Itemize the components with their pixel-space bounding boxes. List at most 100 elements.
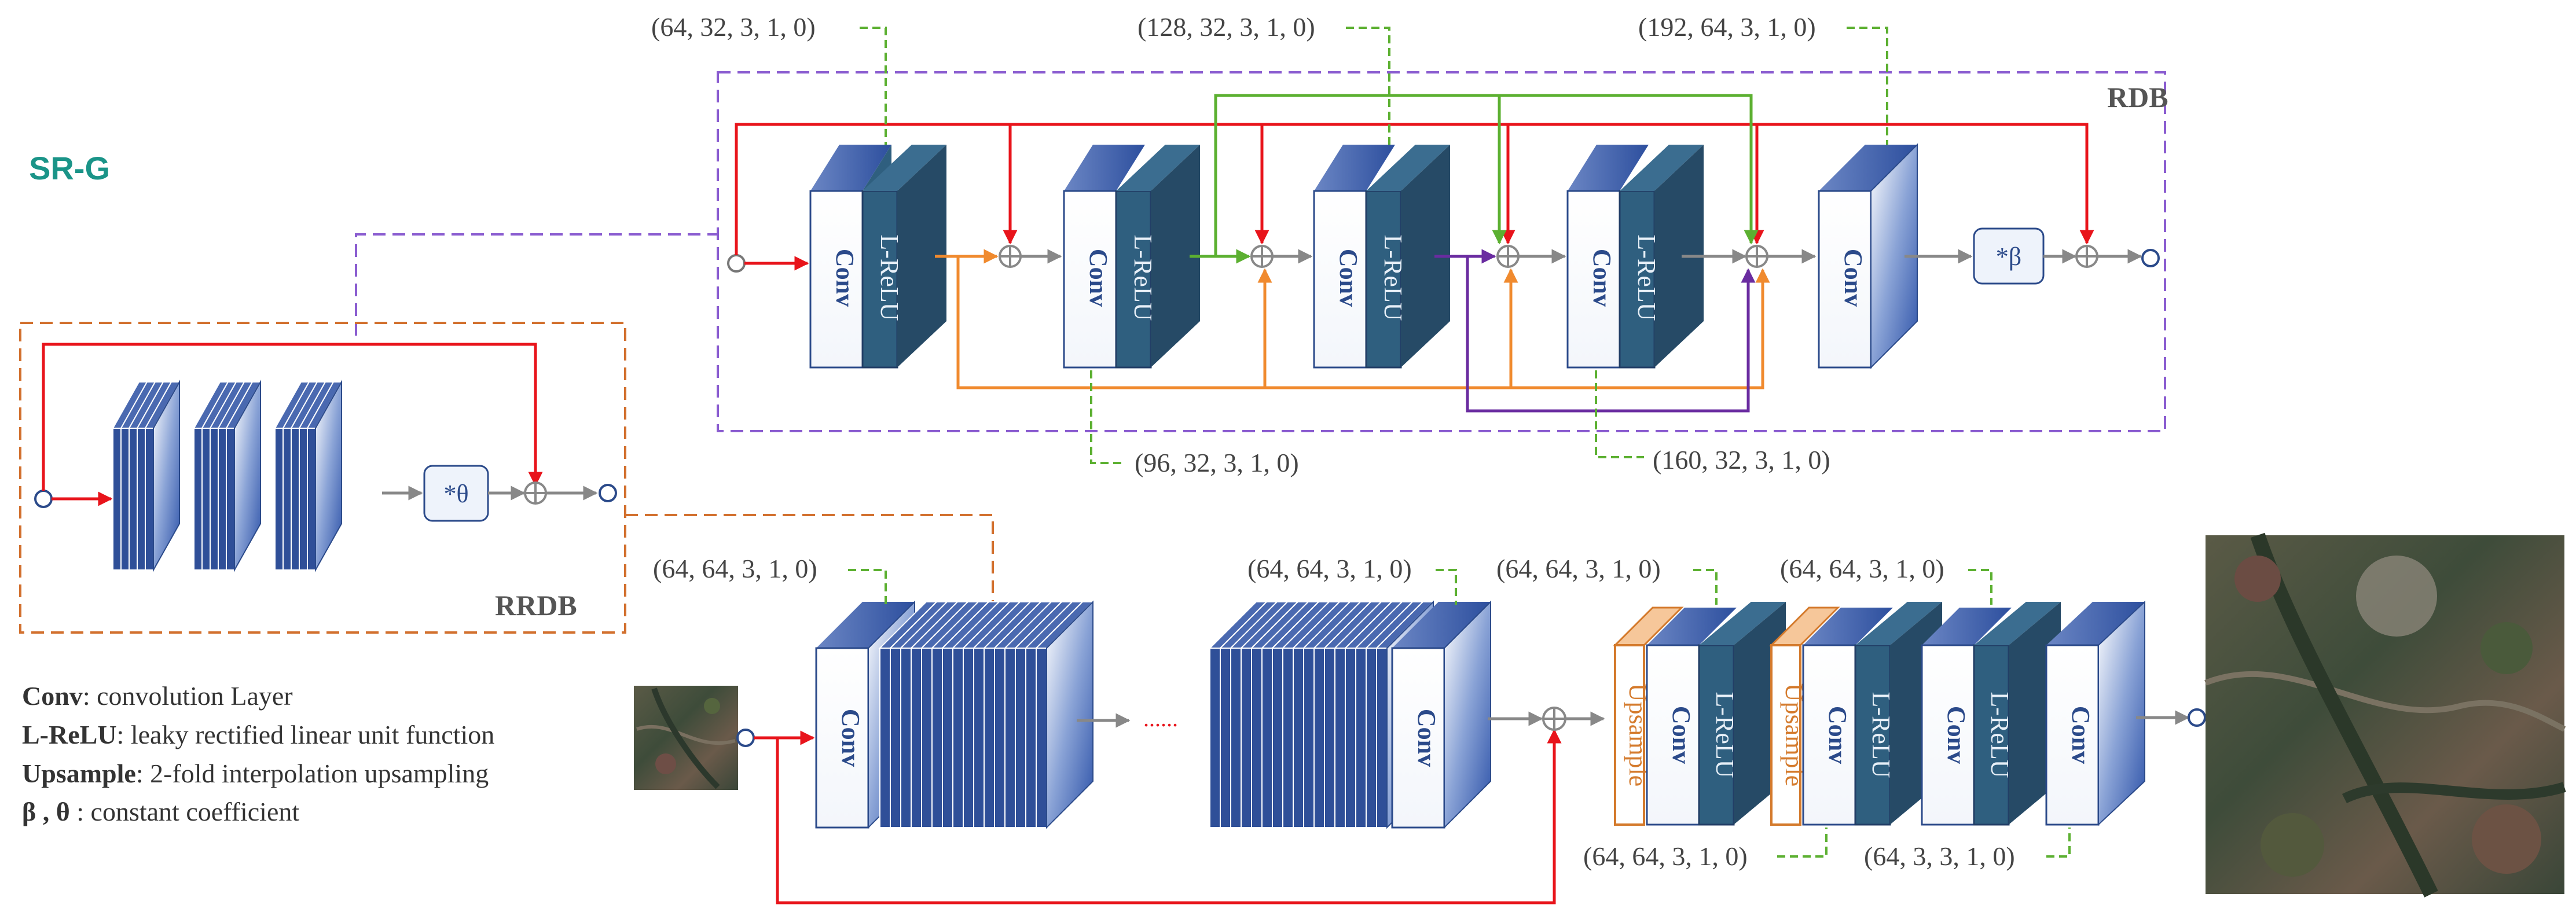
upsample-1-lrelu-label: L-ReLU	[1711, 692, 1739, 778]
upsample-1-conv-label: Conv	[1667, 706, 1696, 764]
main-stack-b-slab	[1364, 601, 1425, 828]
main-stack-a-slab	[889, 601, 949, 828]
rdb-block-5: Conv	[1818, 143, 1918, 369]
rdb-param-leaders	[860, 27, 1888, 464]
main-stack-a-slab	[878, 601, 938, 828]
rrdb-group-1-slab	[136, 381, 173, 571]
legend-desc-lrelu: : leaky rectified linear unit function	[117, 720, 495, 749]
rdb-box	[717, 71, 2166, 432]
main-stack-b-slab	[1239, 601, 1300, 828]
rdb-sum-node-3	[1496, 245, 1520, 268]
rrdb-input-node	[34, 490, 53, 508]
rdb-label: RDB	[2107, 81, 2168, 113]
final-conv-label: Conv	[2067, 706, 2095, 764]
main-stack-a-slab	[941, 601, 1001, 828]
legend-desc-coefficient: : constant coefficient	[70, 797, 300, 826]
main-global-skip	[776, 729, 1562, 904]
main-stack-a-slab	[972, 601, 1032, 828]
rrdb-group-3-slab	[282, 381, 318, 571]
rrdb-red-skip	[42, 343, 543, 491]
param-main-2: (64, 64, 3, 1, 0)	[1247, 554, 1412, 583]
rdb-orange-dense	[935, 249, 1770, 389]
main-stack-a-slab	[1034, 601, 1095, 828]
rrdb-group-3-slab	[290, 381, 326, 571]
rrdb-group-3-side	[315, 380, 342, 572]
param-up-1: (64, 64, 3, 1, 0)	[1496, 554, 1661, 583]
main-stack-a-slab	[1024, 601, 1084, 828]
upsample-2-conv-label: Conv	[1823, 706, 1852, 764]
rdb-block-3: Conv L-ReLU	[1313, 145, 1450, 369]
main-stack-b-slab	[1333, 601, 1393, 828]
upsample-block-2: Upsample Conv L-ReLU	[1769, 602, 1942, 826]
main-conv-1-label: Conv	[836, 709, 865, 767]
rdb-block-3-lrelu-label: L-ReLU	[1379, 234, 1407, 321]
legend-desc-conv: : convolution Layer	[83, 681, 293, 711]
post-lrelu-label: L-ReLU	[1986, 692, 2014, 778]
rrdb-rdb-stack	[112, 380, 343, 572]
main-rrdb-stack-a	[878, 600, 1095, 829]
main-ellipsis: ......	[1143, 705, 1178, 731]
rdb-zoom-connector	[355, 233, 718, 336]
post-conv-label: Conv	[1942, 706, 1970, 764]
rrdb-group-1-slab	[144, 381, 181, 571]
legend-term-upsample: Upsample	[22, 759, 136, 788]
legend-term-lrelu: L-ReLU	[22, 720, 117, 749]
rdb-block-4-conv-label: Conv	[1588, 249, 1616, 307]
legend: Conv: convolution Layer L-ReLU: leaky re…	[22, 681, 494, 826]
main-output-node	[2188, 708, 2206, 727]
legend-item-coefficient: β , θ : constant coefficient	[22, 797, 299, 826]
main-stack-b-slab	[1354, 601, 1414, 828]
param-out: (64, 3, 3, 1, 0)	[1864, 841, 2015, 871]
legend-term-conv: Conv	[22, 681, 83, 711]
rdb-purple-dense	[1434, 249, 1756, 413]
rdb-green-dense	[1190, 94, 1759, 264]
main-sum-node	[1542, 707, 1566, 731]
legend-desc-upsample: : 2-fold interpolation upsampling	[136, 759, 489, 788]
low-res-input-image	[634, 686, 738, 790]
rdb-block-1: Conv L-ReLU	[809, 145, 946, 369]
upsample-block-1: Upsample Conv L-ReLU	[1613, 602, 1786, 826]
rrdb-label: RRDB	[495, 589, 577, 622]
legend-item-conv: Conv: convolution Layer	[22, 681, 293, 711]
rdb-sum-node-5	[2075, 245, 2098, 268]
param-rdb-5: (192, 64, 3, 1, 0)	[1638, 12, 1816, 42]
rdb-block-4-lrelu-label: L-ReLU	[1632, 234, 1661, 321]
rrdb-group-2-slab	[209, 381, 245, 571]
param-rdb-3: (128, 32, 3, 1, 0)	[1137, 12, 1315, 42]
main-conv-2-label: Conv	[1412, 709, 1441, 767]
main-stack-a-slab	[930, 601, 990, 828]
rdb-output-node	[2141, 249, 2160, 267]
main-stack-b-slab	[1229, 601, 1289, 828]
rrdb-sum-node	[524, 481, 547, 505]
rrdb-group-2-slab	[201, 381, 237, 571]
rrdb-output-node	[599, 484, 617, 502]
legend-term-coefficient: β , θ	[22, 797, 70, 826]
main-stack-b-slab	[1375, 601, 1435, 828]
rrdb-zoom-connector	[625, 514, 994, 602]
param-rdb-4: (160, 32, 3, 1, 0)	[1653, 445, 1830, 475]
rdb-block-1-conv-label: Conv	[831, 249, 859, 307]
param-up-3: (64, 64, 3, 1, 0)	[1583, 841, 1748, 871]
rdb-block-5-conv-label: Conv	[1839, 249, 1867, 307]
rdb-input-node	[727, 254, 746, 273]
param-main-1: (64, 64, 3, 1, 0)	[653, 554, 817, 583]
rdb-block-2: Conv L-ReLU	[1063, 145, 1200, 369]
main-input-node	[736, 729, 755, 747]
main-stack-b-slab	[1323, 601, 1383, 828]
param-rdb-1: (64, 32, 3, 1, 0)	[651, 12, 816, 42]
rdb-block-2-lrelu-label: L-ReLU	[1129, 234, 1157, 321]
rdb-red-skips	[735, 123, 2094, 255]
main-stack-a-slab	[982, 601, 1043, 828]
main-param-leaders	[848, 569, 2071, 858]
legend-item-upsample: Upsample: 2-fold interpolation upsamplin…	[22, 759, 489, 788]
rdb-block-4: Conv L-ReLU	[1566, 145, 1704, 369]
rdb-block-1-lrelu-label: L-ReLU	[875, 234, 904, 321]
rrdb-group-2-slab	[193, 381, 229, 571]
param-rdb-2: (96, 32, 3, 1, 0)	[1135, 448, 1299, 477]
rrdb-group-2-side	[234, 380, 261, 572]
post-conv-lrelu-block: Conv L-ReLU	[1921, 602, 2061, 826]
main-stack-a-side	[1046, 600, 1093, 829]
main-conv-2: Conv	[1391, 600, 1491, 829]
